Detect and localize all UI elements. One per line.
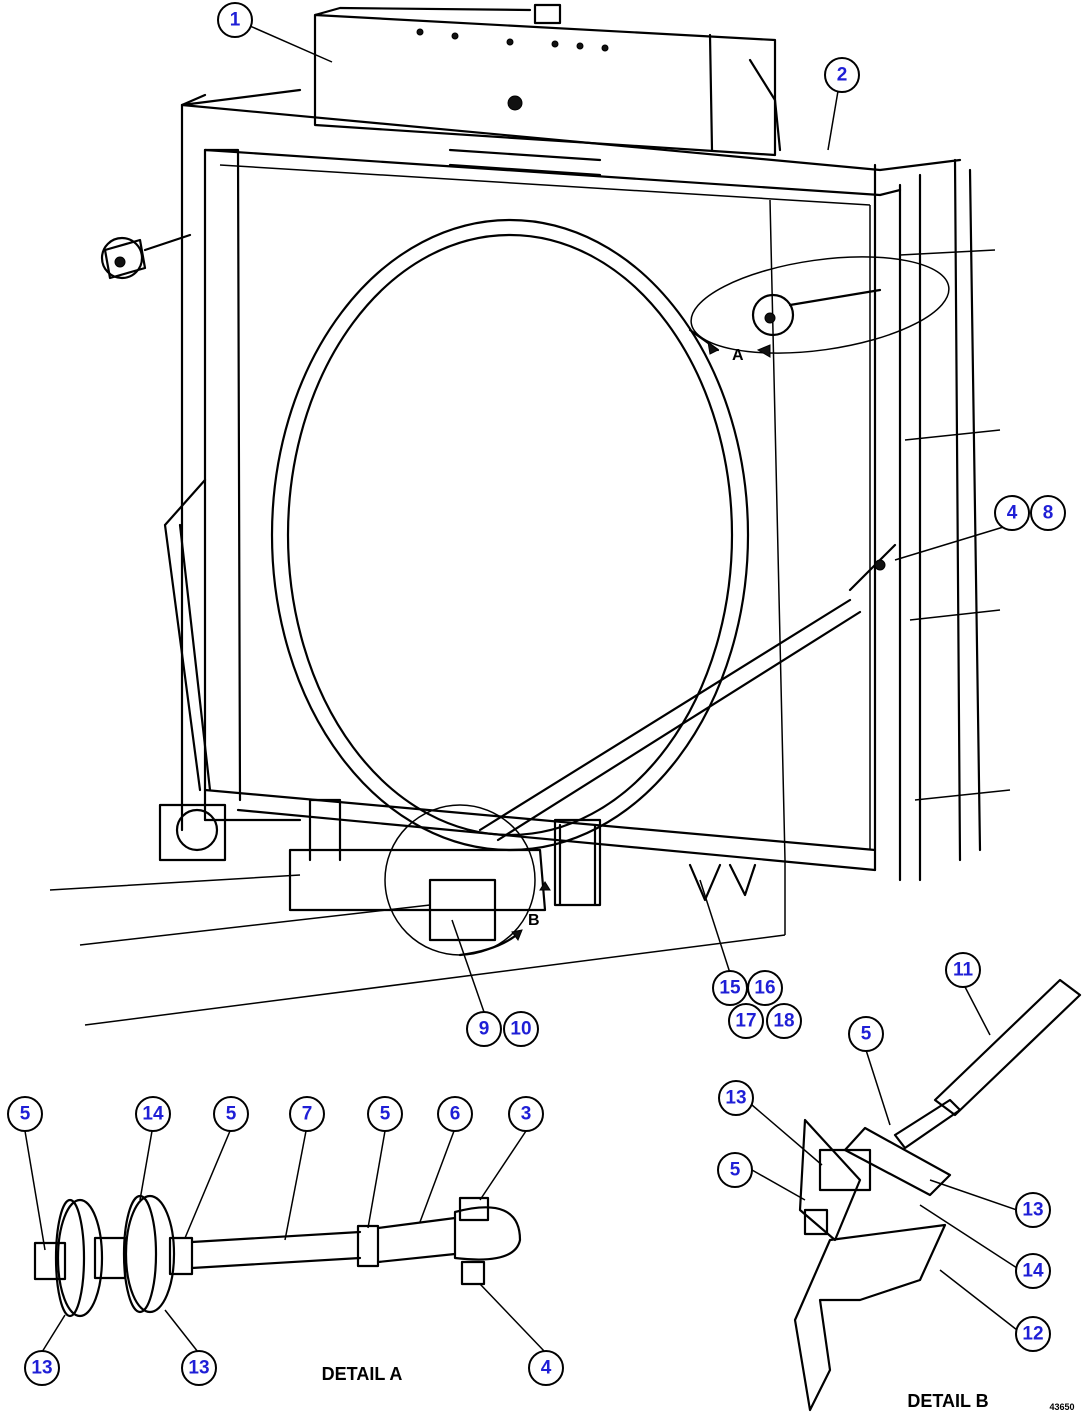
callout-10: 10 xyxy=(503,1011,539,1047)
callout-16: 16 xyxy=(747,970,783,1006)
svg-text:15: 15 xyxy=(719,978,741,999)
callout-12: 12 xyxy=(1015,1316,1051,1352)
callout-4-top: 4 xyxy=(994,495,1030,531)
callout-14-b: 14 xyxy=(1015,1253,1051,1289)
callout-18: 18 xyxy=(766,1003,802,1039)
svg-text:5: 5 xyxy=(380,1104,391,1125)
svg-text:13: 13 xyxy=(188,1358,209,1379)
svg-text:1: 1 xyxy=(230,10,241,31)
svg-text:12: 12 xyxy=(1022,1324,1043,1345)
svg-text:17: 17 xyxy=(735,1011,756,1032)
svg-text:5: 5 xyxy=(20,1104,31,1125)
svg-text:7: 7 xyxy=(302,1104,313,1125)
callout-13-a1: 13 xyxy=(24,1350,60,1386)
view-label-b: B xyxy=(528,912,540,929)
detail-a-title: DETAIL A xyxy=(322,1364,403,1384)
detail-a-drawing xyxy=(33,1194,522,1318)
svg-text:4: 4 xyxy=(541,1358,552,1379)
callout-9: 9 xyxy=(466,1011,502,1047)
svg-text:6: 6 xyxy=(450,1104,461,1125)
mount-left xyxy=(100,233,192,280)
callout-5-b-left: 5 xyxy=(717,1152,753,1188)
callout-6: 6 xyxy=(437,1096,473,1132)
svg-text:14: 14 xyxy=(142,1104,164,1125)
svg-text:14: 14 xyxy=(1022,1261,1044,1282)
svg-text:2: 2 xyxy=(837,65,848,86)
svg-text:5: 5 xyxy=(226,1104,237,1125)
callout-4-a: 4 xyxy=(528,1350,564,1386)
callout-5-a2: 5 xyxy=(213,1096,249,1132)
brace-rod xyxy=(478,543,897,842)
callout-5-a3: 5 xyxy=(367,1096,403,1132)
mount-right-detail-a xyxy=(690,256,950,354)
detail-b-title: DETAIL B xyxy=(907,1391,988,1411)
fan-shroud-ring xyxy=(270,218,750,852)
detail-b-drawing xyxy=(793,978,1082,1412)
figure-id: 43650 xyxy=(1049,1402,1074,1412)
base-rails xyxy=(49,798,786,1026)
view-arrow-a xyxy=(688,328,771,358)
svg-text:13: 13 xyxy=(725,1088,746,1109)
callout-1: 1 xyxy=(217,2,253,38)
svg-text:16: 16 xyxy=(754,978,775,999)
callout-2: 2 xyxy=(824,57,860,93)
leader-lines xyxy=(24,25,1018,1353)
callout-3: 3 xyxy=(508,1096,544,1132)
callout-15: 15 xyxy=(712,970,748,1006)
callout-13-b-right: 13 xyxy=(1015,1192,1051,1228)
callout-8: 8 xyxy=(1030,495,1066,531)
svg-text:9: 9 xyxy=(479,1019,490,1040)
svg-text:13: 13 xyxy=(31,1358,52,1379)
callout-5-b-top: 5 xyxy=(848,1016,884,1052)
callout-14-a: 14 xyxy=(135,1096,171,1132)
svg-text:18: 18 xyxy=(773,1011,794,1032)
svg-text:3: 3 xyxy=(521,1104,532,1125)
svg-text:4: 4 xyxy=(1007,503,1018,524)
svg-text:13: 13 xyxy=(1022,1200,1043,1221)
view-label-a: A xyxy=(732,347,744,364)
callout-7: 7 xyxy=(289,1096,325,1132)
callout-17: 17 xyxy=(728,1003,764,1039)
svg-text:8: 8 xyxy=(1043,503,1054,524)
callout-5-a1: 5 xyxy=(7,1096,43,1132)
view-arrow-b xyxy=(458,881,551,957)
svg-text:11: 11 xyxy=(953,960,974,981)
callout-13-a2: 13 xyxy=(181,1350,217,1386)
callout-11: 11 xyxy=(945,952,981,988)
surge-tank xyxy=(313,3,782,177)
svg-text:10: 10 xyxy=(510,1019,531,1040)
callout-13-b-left: 13 xyxy=(718,1080,754,1116)
svg-text:5: 5 xyxy=(730,1160,741,1181)
svg-text:5: 5 xyxy=(861,1024,872,1045)
bottom-left-mount xyxy=(158,803,227,862)
